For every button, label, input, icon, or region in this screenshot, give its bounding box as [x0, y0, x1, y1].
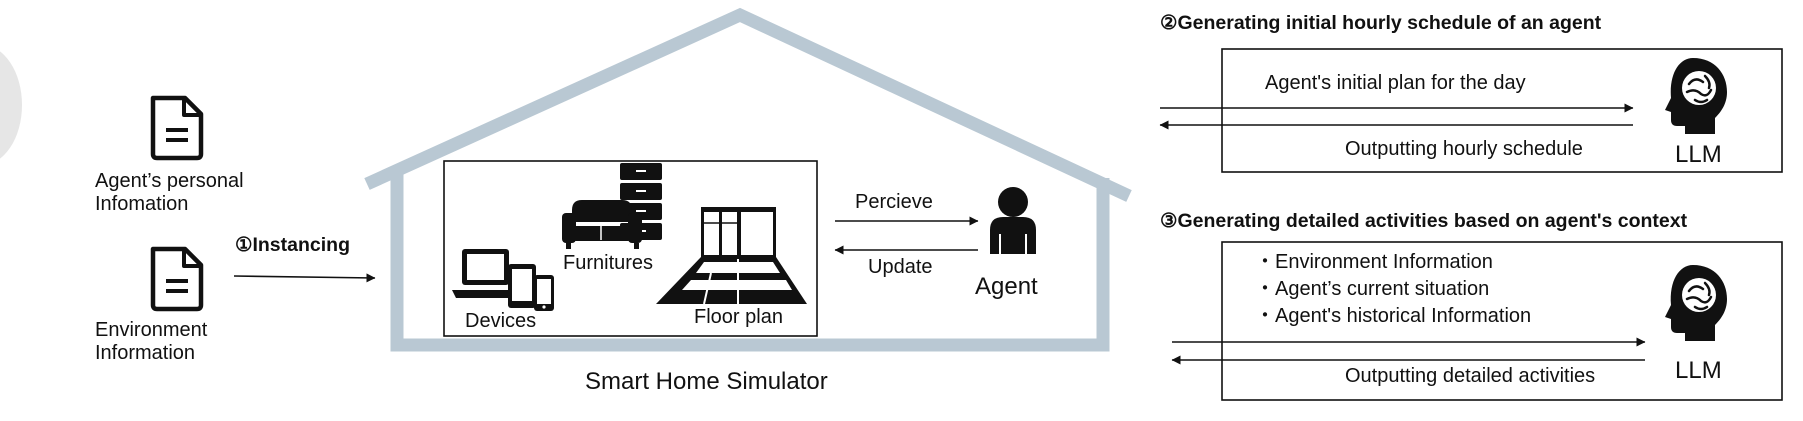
devices-icon: [452, 249, 554, 311]
step3-context-item: ・Agent's historical Information: [1255, 305, 1532, 327]
edge-shadow: [0, 51, 22, 159]
llm-head-icon: [1665, 58, 1727, 134]
simulator-caption: Smart Home Simulator: [585, 368, 828, 395]
agent-label: Agent: [975, 273, 1038, 300]
step2-response-label: Outputting hourly schedule: [1345, 138, 1583, 160]
floor-plan-label: Floor plan: [694, 306, 783, 328]
environment-info-document-icon: [150, 246, 204, 312]
floor-plan-icon: [656, 207, 807, 305]
perceive-label: Percieve: [855, 191, 933, 213]
house-outline: [364, 7, 1132, 352]
llm-head-icon: [1665, 265, 1727, 341]
step3-response-label: Outputting detailed activities: [1345, 365, 1596, 387]
step3-context-item: ・Agent’s current situation: [1255, 278, 1490, 300]
step3-title: ③Generating detailed activities based on…: [1160, 210, 1688, 232]
agent-person-icon: [990, 187, 1036, 254]
personal-info-document-icon: [150, 95, 204, 161]
update-label: Update: [868, 256, 933, 278]
furnitures-label: Furnitures: [563, 252, 654, 274]
furnitures-icon: [562, 163, 662, 249]
devices-label: Devices: [465, 310, 537, 332]
step2-llm-label: LLM: [1675, 141, 1722, 168]
step2-title: ②Generating initial hourly schedule of a…: [1160, 12, 1602, 34]
personal-info-label: Agent’s personal Infomation: [95, 170, 244, 215]
step3-llm-label: LLM: [1675, 357, 1722, 384]
step2-request-label: Agent's initial plan for the day: [1265, 72, 1526, 94]
step3-context-item: ・Environment Information: [1255, 251, 1493, 273]
step1-instancing-label: ①Instancing: [235, 234, 350, 256]
environment-info-label: Environment Information: [95, 319, 208, 364]
instancing-arrow: [233, 273, 376, 283]
